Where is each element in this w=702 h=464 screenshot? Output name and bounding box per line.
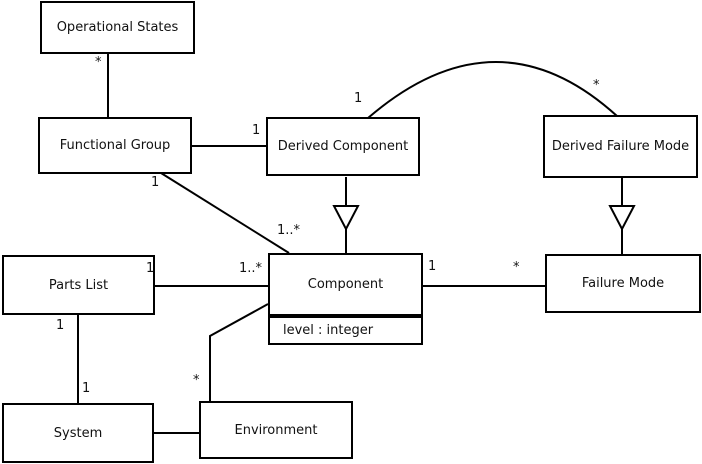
class-name: Parts List xyxy=(48,277,109,293)
multiplicity-arc-derived-failure-mode: * xyxy=(593,78,600,93)
multiplicity-component-fm: 1 xyxy=(428,259,437,274)
class-name: Environment xyxy=(234,422,318,438)
multiplicity-component-from-fg: 1..* xyxy=(277,223,301,238)
edge-functional-group-component xyxy=(160,172,290,254)
generalization-arrow-component xyxy=(332,205,360,232)
class-name: Derived Component xyxy=(277,139,409,154)
multiplicity-parts-list-system: 1 xyxy=(56,318,65,333)
class-functional-group: Functional Group xyxy=(38,117,192,174)
generalization-arrow-failure-mode xyxy=(608,205,636,232)
class-name: System xyxy=(53,425,103,441)
class-failure-mode: Failure Mode xyxy=(545,254,701,313)
multiplicity-failure-mode: * xyxy=(513,260,520,275)
multiplicity-system: 1 xyxy=(82,381,91,396)
class-derived-component: Derived Component xyxy=(266,117,420,176)
class-name: Operational States xyxy=(56,20,179,35)
class-name: Failure Mode xyxy=(581,276,665,291)
class-component-attributes: level : integer xyxy=(268,316,423,345)
class-name: Derived Failure Mode xyxy=(551,139,690,154)
multiplicity-parts-list-component: 1 xyxy=(146,261,155,276)
edge-environment-component xyxy=(209,303,269,401)
attribute-label: level : integer xyxy=(283,323,374,338)
multiplicity-operational-states: * xyxy=(95,55,102,70)
multiplicity-component-from-parts-list: 1..* xyxy=(239,261,263,276)
class-derived-failure-mode: Derived Failure Mode xyxy=(543,115,698,178)
multiplicity-arc-derived-component: 1 xyxy=(354,91,363,106)
class-operational-states: Operational States xyxy=(40,1,195,54)
class-environment: Environment xyxy=(199,401,353,459)
class-system: System xyxy=(2,403,154,463)
class-name: Component xyxy=(307,277,384,292)
class-parts-list: Parts List xyxy=(2,255,155,315)
class-name: Functional Group xyxy=(59,138,171,153)
edge-derived-component-derived-failure-mode xyxy=(367,61,618,119)
multiplicity-functional-group: 1 xyxy=(151,175,160,190)
class-component: Component xyxy=(268,253,423,316)
multiplicity-derived-component-fg: 1 xyxy=(252,123,261,138)
multiplicity-environment: * xyxy=(193,373,200,388)
